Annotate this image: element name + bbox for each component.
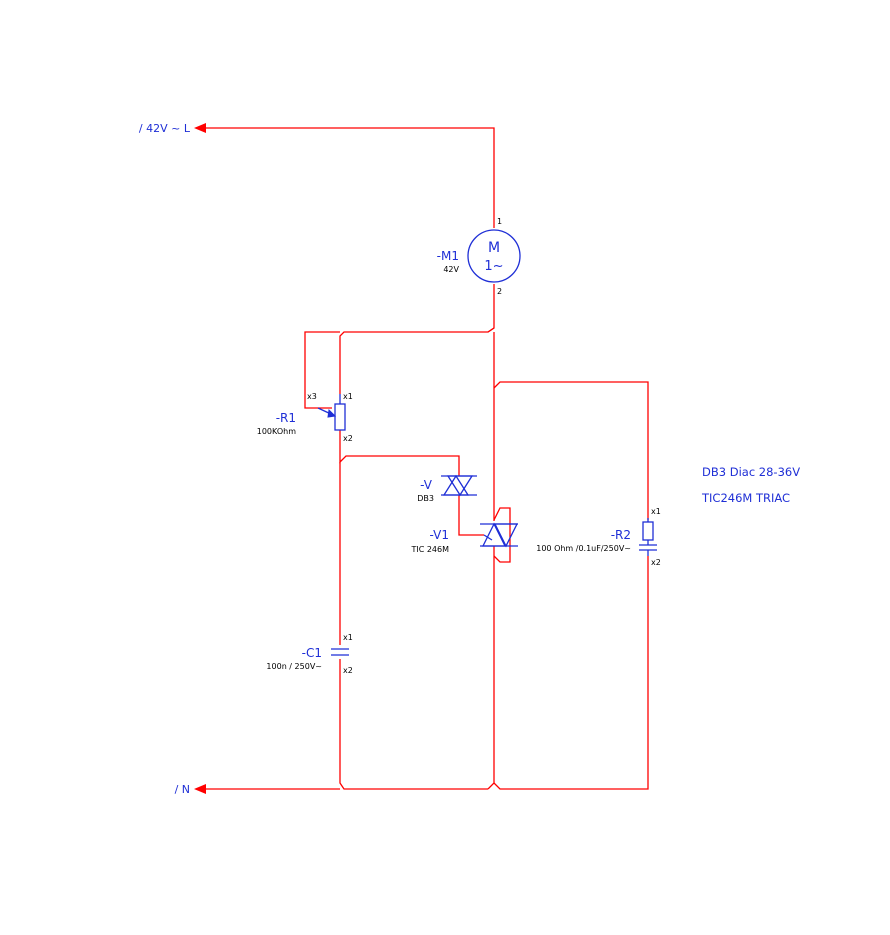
- triac-value: TIC 246M: [410, 545, 449, 554]
- snubber-ref: -R2: [611, 528, 631, 542]
- line-terminal-arrow: [194, 123, 206, 133]
- wire-top-branch: [339, 327, 495, 394]
- potentiometer-symbol: [317, 394, 346, 431]
- motor-pin1-label: 1: [497, 217, 502, 226]
- wire-cap-to-neutral: [339, 659, 488, 790]
- wires: [205, 127, 649, 790]
- note-triac: TIC246M TRIAC: [701, 491, 790, 505]
- wire-pot-to-diac: [339, 430, 460, 476]
- motor-symbol-top: M: [488, 240, 500, 256]
- snubber-pin-x1: x1: [651, 507, 661, 516]
- wire-line-to-motor: [205, 127, 495, 228]
- diac-symbol: [441, 474, 477, 497]
- snubber-value: 100 Ohm /0.1uF/250V~: [536, 544, 631, 553]
- cap-pin-x1: x1: [343, 633, 353, 642]
- note-diac: DB3 Diac 28-36V: [702, 465, 800, 479]
- snubber-symbol: [639, 518, 657, 556]
- motor-symbol: M 1~: [467, 229, 521, 283]
- motor-circle: [467, 229, 521, 283]
- motor-value: 42V: [443, 265, 459, 274]
- net-label-neutral: / N: [175, 783, 190, 796]
- pot-pin-x1: x1: [343, 392, 353, 401]
- triac-symbol: [480, 522, 519, 548]
- cap-pin-x2: x2: [343, 666, 353, 675]
- pot-pin-x3: x3: [307, 392, 317, 401]
- motor-symbol-bottom: 1~: [484, 259, 503, 274]
- snubber-pin-x2: x2: [651, 558, 661, 567]
- pot-value: 100KOhm: [257, 427, 296, 436]
- wire-triac-loop: [493, 507, 511, 563]
- capacitor-symbol: [331, 648, 349, 656]
- wire-snubber-bottom: [493, 556, 649, 790]
- wire-diac-to-gate: [458, 495, 484, 536]
- cap-ref: -C1: [302, 646, 322, 660]
- motor-ref: -M1: [437, 249, 459, 263]
- cap-value: 100n / 250V~: [266, 662, 322, 671]
- neutral-terminal-arrow: [194, 784, 206, 794]
- diac-value: DB3: [417, 494, 434, 503]
- pot-pin-x2: x2: [343, 434, 353, 443]
- motor-pin2-label: 2: [497, 287, 502, 296]
- wire-motor-to-main: [487, 284, 495, 333]
- wire-snubber-top: [493, 381, 649, 520]
- pot-ref: -R1: [276, 411, 296, 425]
- diac-ref: -V: [420, 478, 433, 492]
- net-label-line: / 42V ~ L: [139, 122, 191, 135]
- triac-ref: -V1: [430, 528, 449, 542]
- wire-trunk-lower: [487, 546, 495, 790]
